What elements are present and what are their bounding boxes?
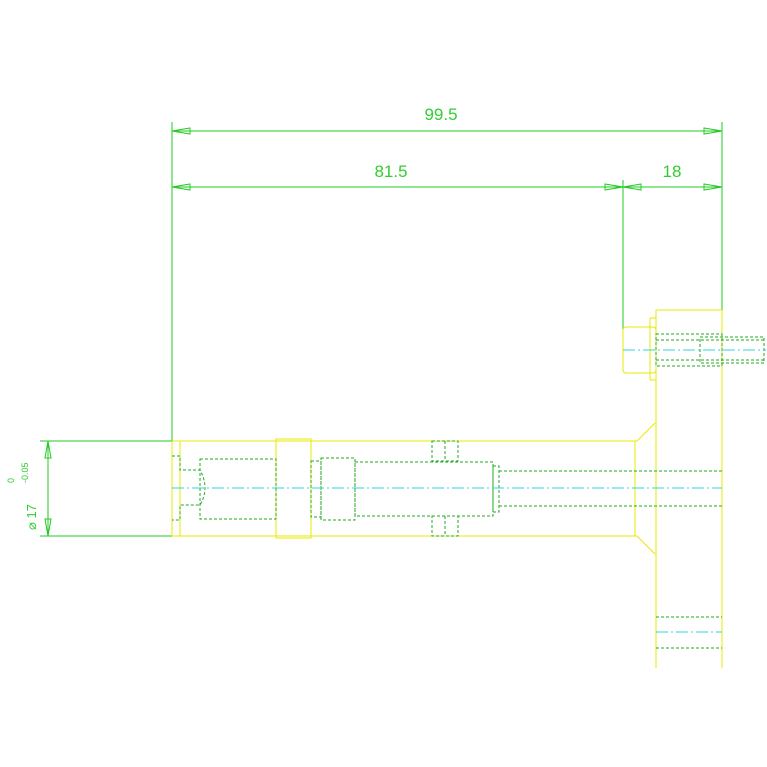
shaft-outline: [172, 422, 656, 442]
tolerance-upper-group: 0: [6, 478, 16, 483]
arrowheads: [44, 127, 723, 537]
dim-text-tol-lower: -0.05: [20, 462, 30, 483]
arrow-dia-top: [44, 440, 52, 459]
dim-text-overall: 99.5: [424, 105, 457, 124]
arrow-overall-left: [171, 127, 191, 135]
arrow-shaft-right: [604, 183, 624, 191]
bolt-shank: [655, 333, 723, 367]
tolerance-lower-group: -0.05: [20, 462, 30, 483]
arrow-flange-right: [703, 183, 723, 191]
arrow-shaft-left: [171, 183, 191, 191]
shaft-outline-bottom: [172, 535, 656, 555]
dim-text-tol-upper: 0: [6, 478, 16, 483]
arrow-flange-left: [622, 183, 642, 191]
left-end-slot: [172, 455, 206, 521]
diameter-label-group: ⌀ 17: [24, 504, 39, 530]
part-outline: [171, 309, 723, 668]
hidden-lines: [172, 333, 766, 649]
dim-text-diameter: ⌀ 17: [24, 504, 39, 530]
dim-text-flange: 18: [663, 162, 682, 181]
dim-text-shaft: 81.5: [374, 162, 407, 181]
bore-section-5: [492, 465, 500, 513]
bore-section-1: [199, 458, 277, 520]
dimension-group: [40, 122, 723, 537]
arrow-overall-right: [703, 127, 723, 135]
center-lines: [172, 349, 766, 633]
arrow-dia-bottom: [44, 518, 52, 537]
